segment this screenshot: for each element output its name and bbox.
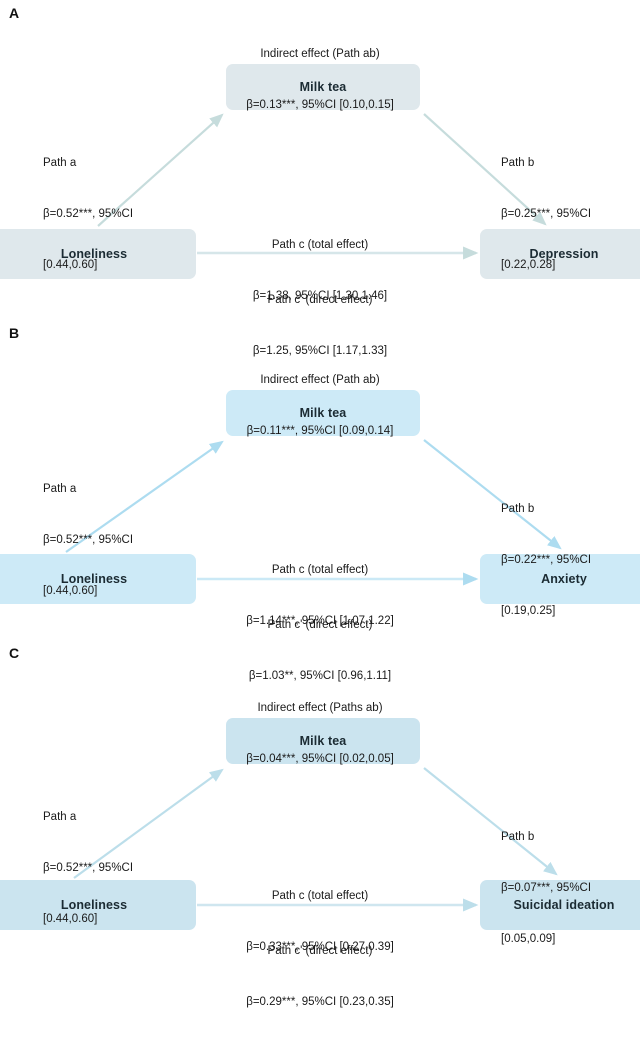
node-outcome: Anxiety [480, 554, 640, 604]
indirect-stat: β=0.04***, 95%CI [0.02,0.05] [246, 753, 394, 765]
note-indirect-effect: Indirect effect (Path ab) β=0.11***, 95%… [120, 338, 520, 474]
node-mediator: Milk tea [226, 64, 420, 110]
note-indirect-effect: Indirect effect (Paths ab) β=0.04***, 95… [120, 666, 520, 802]
node-outcome: Depression [480, 229, 640, 279]
figure-root: { "figure": { "type": "mediation-path-di… [0, 0, 640, 1008]
note-path-c-prime: Path c' (direct effect) β=0.29***, 95%CI… [170, 909, 470, 1045]
arrow-path-a [73, 768, 224, 879]
path-cprime-title: Path c' (direct effect) [267, 619, 373, 631]
path-b-title: Path b [501, 503, 535, 515]
path-b-stat2: [0.19,0.25] [501, 605, 556, 617]
panel-b-arrows [65, 439, 562, 586]
indirect-stat: β=0.11***, 95%CI [0.09,0.14] [246, 425, 394, 437]
path-cprime-title: Path c' (direct effect) [267, 294, 373, 306]
note-path-c: Path c (total effect) β=1.38, 95%CI [1.3… [170, 203, 470, 339]
node-predictor: Loneliness [0, 229, 196, 279]
path-b-stat1: β=0.25***, 95%CI [501, 208, 592, 220]
panel-c: C Milk tea Loneliness Suicidal ideation … [0, 640, 640, 1008]
panel-letter-b: B [9, 325, 20, 341]
path-c-stat: β=1.14***, 95%CI [1.07,1.22] [246, 615, 394, 627]
path-b-stat2: [0.22,0.28] [501, 259, 556, 271]
indirect-stat: β=0.13***, 95%CI [0.10,0.15] [246, 99, 394, 111]
note-path-c: Path c (total effect) β=1.14***, 95%CI [… [170, 528, 470, 664]
panel-a: A Milk tea Loneliness Depression Indirec… [0, 0, 640, 357]
node-predictor: Loneliness [0, 554, 196, 604]
path-a-stat2: [0.44,0.60] [43, 913, 98, 925]
note-path-b: Path b β=0.07***, 95%CI [0.05,0.09] [501, 795, 640, 982]
indirect-title: Indirect effect (Path ab) [260, 48, 380, 60]
note-path-a: Path a β=0.52***, 95%CI [0.44,0.60] [43, 447, 233, 634]
path-a-stat1: β=0.52***, 95%CI [43, 862, 134, 874]
arrow-path-a [65, 440, 224, 553]
path-cprime-stat: β=0.29***, 95%CI [0.23,0.35] [246, 996, 394, 1008]
path-a-stat1: β=0.52***, 95%CI [43, 534, 134, 546]
path-c-title: Path c (total effect) [271, 239, 369, 251]
indirect-title: Indirect effect (Path ab) [260, 374, 380, 386]
path-a-stat2: [0.44,0.60] [43, 585, 98, 597]
path-cprime-stat: β=1.03**, 95%CI [0.96,1.11] [248, 670, 392, 682]
node-mediator: Milk tea [226, 718, 420, 764]
path-b-stat2: [0.05,0.09] [501, 933, 556, 945]
node-outcome: Suicidal ideation [480, 880, 640, 930]
path-c-stat: β=0.33***, 95%CI [0.27,0.39] [246, 941, 394, 953]
path-c-title: Path c (total effect) [271, 890, 369, 902]
arrow-path-b [423, 439, 562, 550]
note-indirect-effect: Indirect effect (Path ab) β=0.13***, 95%… [120, 12, 520, 148]
panel-a-arrows [97, 113, 547, 260]
path-b-title: Path b [501, 157, 535, 169]
note-path-c-prime: Path c' (direct effect) β=1.03**, 95%CI … [170, 583, 470, 719]
path-a-stat1: β=0.52***, 95%CI [43, 208, 134, 220]
note-path-c-prime: Path c' (direct effect) β=1.25, 95%CI [1… [170, 258, 470, 394]
path-a-title: Path a [43, 811, 77, 823]
panel-letter-a: A [9, 5, 20, 21]
panel-c-arrows [73, 767, 558, 912]
arrow-path-b [423, 113, 547, 226]
note-path-b: Path b β=0.22***, 95%CI [0.19,0.25] [501, 467, 640, 654]
arrow-path-a [97, 113, 224, 227]
node-mediator: Milk tea [226, 390, 420, 436]
path-a-title: Path a [43, 157, 77, 169]
path-cprime-title: Path c' (direct effect) [267, 945, 373, 957]
arrow-path-b [423, 767, 558, 876]
path-b-stat1: β=0.22***, 95%CI [501, 554, 592, 566]
note-path-c: Path c (total effect) β=0.33***, 95%CI [… [170, 854, 470, 990]
path-a-stat2: [0.44,0.60] [43, 259, 98, 271]
panel-b: B Milk tea Loneliness Anxiety Indirect e… [0, 320, 640, 682]
note-path-b: Path b β=0.25***, 95%CI [0.22,0.28] [501, 121, 640, 308]
note-path-a: Path a β=0.52***, 95%CI [0.44,0.60] [43, 775, 233, 962]
path-b-stat1: β=0.07***, 95%CI [501, 882, 592, 894]
path-c-stat: β=1.38, 95%CI [1.30,1.46] [252, 290, 388, 302]
indirect-title: Indirect effect (Paths ab) [257, 702, 383, 714]
path-b-title: Path b [501, 831, 535, 843]
path-c-title: Path c (total effect) [271, 564, 369, 576]
node-predictor: Loneliness [0, 880, 196, 930]
path-a-title: Path a [43, 483, 77, 495]
note-path-a: Path a β=0.52***, 95%CI [0.44,0.60] [43, 121, 233, 308]
panel-letter-c: C [9, 645, 20, 661]
path-cprime-stat: β=1.25, 95%CI [1.17,1.33] [252, 345, 388, 357]
